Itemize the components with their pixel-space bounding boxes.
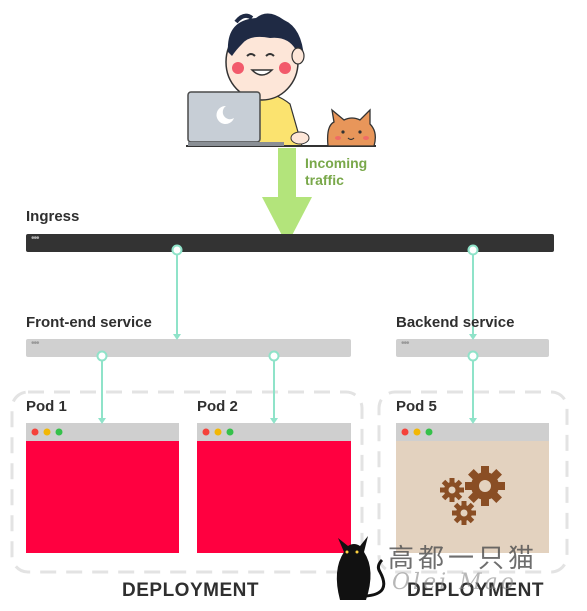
watermark-cat-logo [336, 536, 386, 600]
ingress-bar [26, 234, 554, 252]
deployment-box-frontend [10, 390, 364, 574]
cat-illustration [326, 108, 376, 147]
gears-icon [440, 466, 505, 525]
connector-arrowheads [98, 334, 477, 424]
ingress-label: Ingress [26, 208, 80, 225]
frontend-service-label: Front-end service [26, 314, 152, 331]
deployment-label-frontend: DEPLOYMENT [122, 580, 259, 601]
pod-1-label: Pod 1 [26, 398, 67, 415]
ingress-dots: ••• [31, 233, 39, 244]
deployment-label-backend: DEPLOYMENT [407, 580, 544, 601]
pod-1-window [26, 423, 179, 553]
watermark-subtext: Olei Mao [392, 570, 518, 595]
pod-5-label: Pod 5 [396, 398, 437, 415]
connectors [101, 252, 474, 421]
developer-illustration [186, 13, 376, 147]
incoming-traffic-arrow [262, 148, 312, 245]
pod-2-window [197, 423, 351, 553]
pod-2-label: Pod 2 [197, 398, 238, 415]
connector-nodes [96, 244, 479, 362]
pod-5-window [396, 423, 549, 553]
incoming-traffic-line2: traffic [305, 172, 344, 188]
frontend-service-dots: ••• [31, 338, 39, 349]
incoming-traffic-label: Incoming traffic [305, 155, 367, 189]
frontend-service-bar [26, 339, 351, 357]
incoming-traffic-line1: Incoming [305, 155, 368, 171]
backend-service-dots: ••• [401, 338, 409, 349]
watermark-text: 高都一只猫 [388, 544, 539, 574]
backend-service-bar [396, 339, 549, 357]
backend-service-label: Backend service [396, 314, 515, 331]
